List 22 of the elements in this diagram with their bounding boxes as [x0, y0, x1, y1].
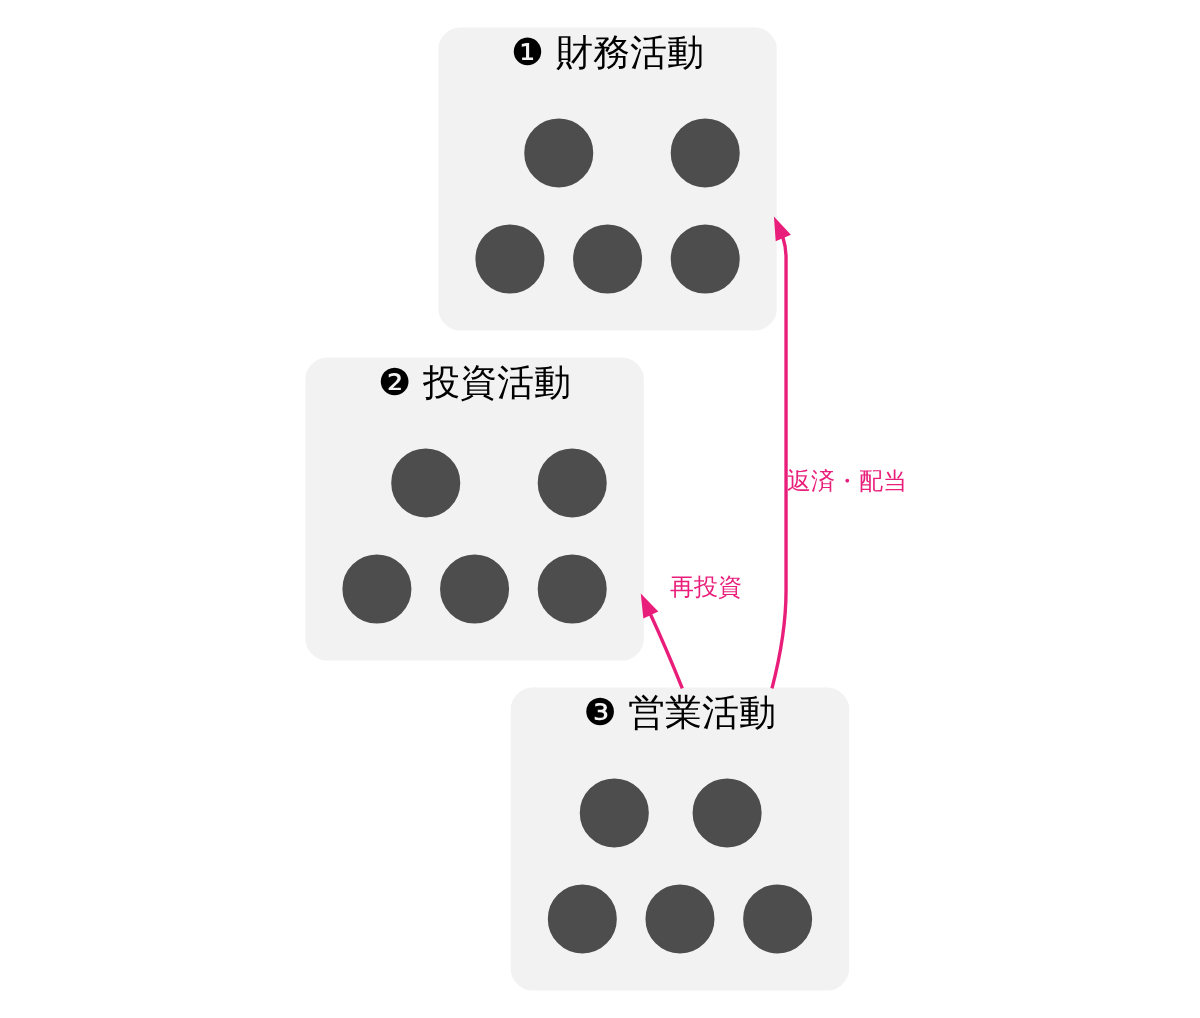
node-circle [579, 778, 649, 848]
node-circle [670, 224, 740, 294]
arrow [640, 593, 684, 689]
node-circle [537, 554, 607, 624]
node-circle [391, 448, 461, 518]
node-circle [573, 224, 643, 294]
edge-label: 返済・配当 [786, 467, 907, 496]
node-circle [645, 884, 715, 954]
cluster: ❶ 財務活動 [438, 27, 777, 331]
node-circle [743, 884, 813, 954]
node-circle [524, 118, 594, 188]
node-circle [342, 554, 412, 624]
node-circle [670, 118, 740, 188]
node-circle [537, 448, 607, 518]
arrow [770, 216, 791, 689]
node-circle [440, 554, 510, 624]
node-circle [547, 884, 617, 954]
cluster: ❷ 投資活動 [305, 357, 644, 661]
node-circle [475, 224, 545, 294]
node-circle [692, 778, 762, 848]
edge-label: 再投資 [670, 573, 743, 602]
cluster: ❸ 営業活動 [510, 687, 850, 991]
